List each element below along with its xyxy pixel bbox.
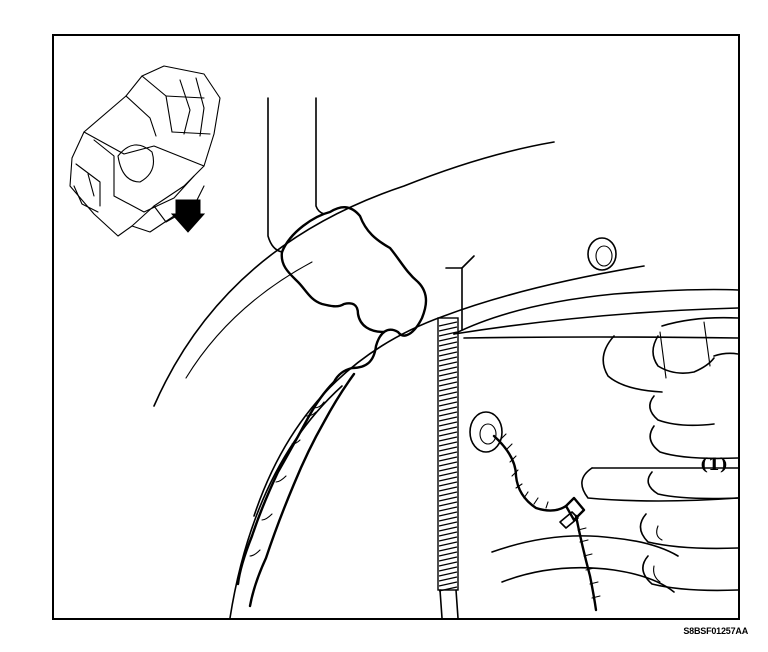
hatch-line xyxy=(438,326,458,332)
hatch-line xyxy=(438,506,458,512)
hatch-line xyxy=(438,386,458,392)
hatch-line xyxy=(438,391,458,397)
hatch-line xyxy=(438,481,458,487)
hatch-line xyxy=(438,431,458,437)
hatch-line xyxy=(438,511,458,517)
hatch-line xyxy=(438,436,458,442)
hatch-line xyxy=(438,581,458,587)
hatch-line xyxy=(438,396,458,402)
hatch-line xyxy=(438,556,458,562)
sealer-bead xyxy=(236,206,428,608)
hatch-line xyxy=(438,551,458,557)
body-edge-line xyxy=(185,261,313,379)
hatch-line xyxy=(438,491,458,497)
line-drawing xyxy=(69,65,738,618)
body-pillar xyxy=(267,97,325,253)
hatch-line xyxy=(438,561,458,567)
hatch-line xyxy=(438,371,458,377)
hatch-line xyxy=(438,546,458,552)
hatch-line xyxy=(438,571,458,577)
ground-harness xyxy=(469,411,601,612)
hatch-line xyxy=(438,366,458,372)
hatch-line xyxy=(438,471,458,477)
hatch-line xyxy=(438,586,458,592)
hatch-line xyxy=(438,496,458,502)
hatch-line xyxy=(438,376,458,382)
hatch-line xyxy=(438,516,458,522)
hatch-line xyxy=(438,401,458,407)
strut-assembly xyxy=(491,316,738,593)
body-grommet xyxy=(587,237,617,271)
hatch-line xyxy=(438,536,458,542)
hatch-line xyxy=(438,406,458,412)
hatch-line xyxy=(438,426,458,432)
hatch-line xyxy=(438,341,458,347)
vehicle-locator-icon xyxy=(69,65,221,237)
hatch-line xyxy=(438,576,458,582)
hatch-line xyxy=(438,526,458,532)
hatch-line xyxy=(438,421,458,427)
figure-code: S8BSF01257AA xyxy=(683,626,748,636)
hatch-line xyxy=(438,356,458,362)
hatch-line xyxy=(438,566,458,572)
hatch-line xyxy=(438,331,458,337)
hatch-line xyxy=(438,501,458,507)
hatch-line xyxy=(438,451,458,457)
hatch-line xyxy=(438,411,458,417)
wheel-arch-curves xyxy=(153,141,738,618)
hatch-line xyxy=(438,461,458,467)
locator-arrow-icon xyxy=(170,199,206,233)
hatch-line xyxy=(438,346,458,352)
hatch-line xyxy=(438,486,458,492)
hatch-line xyxy=(438,441,458,447)
hatch-line xyxy=(438,351,458,357)
hatch-line xyxy=(438,361,458,367)
hatch-line xyxy=(438,416,458,422)
hatch-line xyxy=(438,476,458,482)
hatch-line xyxy=(438,541,458,547)
callout-label: (1) xyxy=(700,455,728,475)
hatch-line xyxy=(438,381,458,387)
hatched-seam xyxy=(437,317,459,618)
hatch-line xyxy=(438,336,458,342)
hatch-line xyxy=(438,531,458,537)
figure-frame: (1) xyxy=(52,34,740,620)
hatch-line xyxy=(438,446,458,452)
hatch-line xyxy=(438,466,458,472)
hatch-line xyxy=(438,456,458,462)
hatch-line xyxy=(438,321,458,327)
hatch-line xyxy=(438,521,458,527)
